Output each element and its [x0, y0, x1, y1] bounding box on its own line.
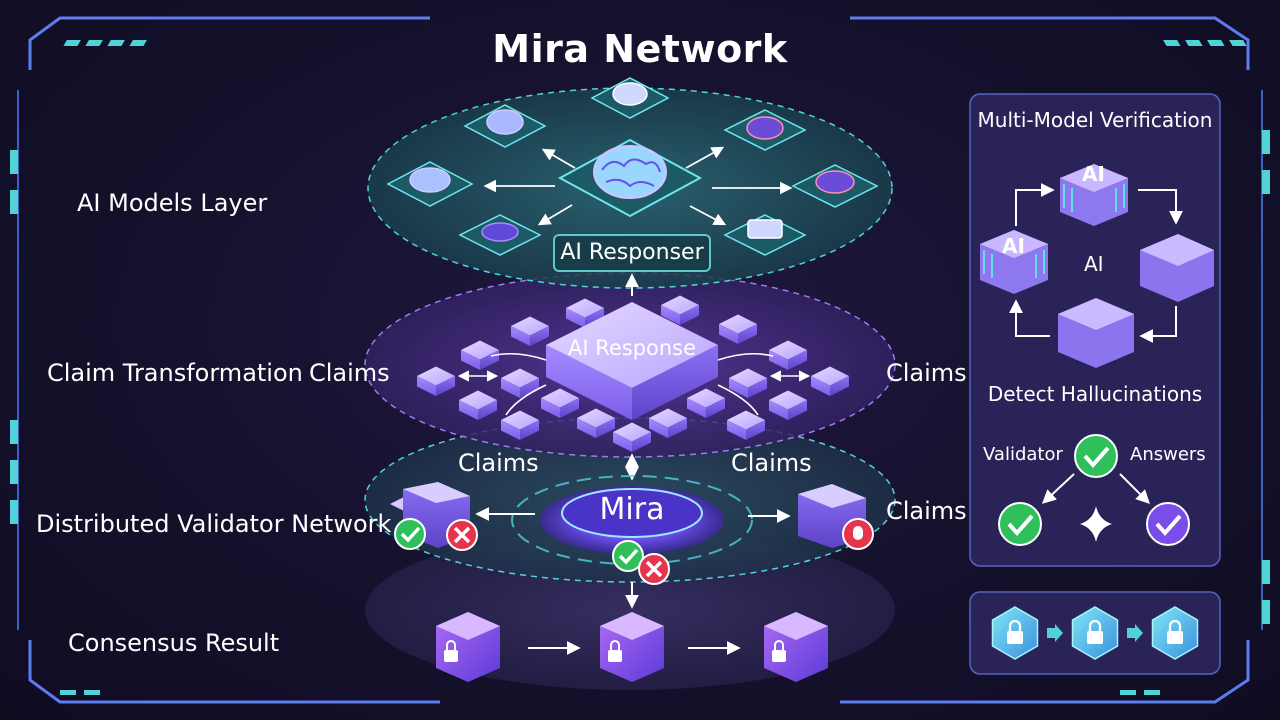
ai-label: AI — [1084, 252, 1104, 276]
chain-arrow-icon — [1127, 624, 1143, 642]
claim-cube — [541, 388, 579, 418]
big-response-cube — [546, 302, 718, 420]
claims-label: Claims — [458, 449, 539, 477]
device-node-icon — [723, 214, 807, 256]
claim-cube — [727, 410, 765, 440]
panel-cycle-arrows — [1009, 183, 1183, 343]
claim-cube — [566, 298, 604, 328]
claim-cube — [661, 295, 699, 325]
claim-cube — [769, 340, 807, 370]
claim-cube — [511, 316, 549, 346]
central-brain-icon — [557, 138, 703, 218]
alert-icon — [842, 518, 874, 550]
claim-cube — [501, 410, 539, 440]
consensus-cubes — [436, 612, 828, 682]
claim-cube — [729, 368, 767, 398]
claim-cube — [719, 314, 757, 344]
claims-label: Claims — [886, 359, 967, 387]
claim-cube — [459, 390, 497, 420]
panel-title: Multi-Model Verification — [977, 108, 1213, 132]
claim-cube — [811, 366, 849, 396]
layer-label-transform: Claim Transformation — [47, 359, 303, 387]
page-title: Mira Network — [492, 27, 788, 71]
brain-node-icon — [463, 104, 547, 148]
lock-cube — [600, 612, 664, 682]
mira-hub — [511, 475, 753, 565]
cross-icon — [638, 553, 670, 585]
claim-cube — [687, 388, 725, 418]
layer-label-validators: Distributed Validator Network — [36, 510, 392, 538]
claim-cube — [613, 422, 651, 452]
claim-cube — [417, 366, 455, 396]
model-arrows — [483, 146, 793, 226]
sparkle-icon — [1080, 506, 1112, 542]
panel-cube-bottom — [1058, 298, 1134, 368]
chip-node-icon — [791, 164, 879, 208]
panel-validator-check-icon — [1074, 434, 1118, 478]
claim-cube — [769, 390, 807, 420]
claim-cube — [577, 408, 615, 438]
chip-node-icon — [723, 109, 807, 151]
cross-icon — [446, 519, 478, 551]
lock-hex-icon — [1071, 606, 1119, 660]
brain-node-icon — [386, 161, 474, 207]
ai-label: AI — [1082, 162, 1105, 186]
disc-node-icon — [458, 214, 542, 256]
claims-label: Claims — [886, 497, 967, 525]
panel-cube-right — [1140, 234, 1214, 302]
ai-chip-cube-top — [1060, 164, 1128, 226]
claims-label: Claims — [731, 449, 812, 477]
check-icon — [394, 518, 426, 550]
brain-node-icon — [590, 77, 670, 119]
chain-arrow-icon — [1047, 624, 1063, 642]
claim-cube — [501, 368, 539, 398]
claims-label: Claims — [309, 359, 390, 387]
lock-cube — [436, 612, 500, 682]
claim-cube — [649, 408, 687, 438]
lock-hex-icon — [1151, 606, 1199, 660]
detect-hallucinations-label: Detect Hallucinations — [987, 382, 1203, 406]
result-purple-check-icon — [1146, 502, 1190, 546]
panel-branch-arrows — [1041, 473, 1150, 504]
ai-response-label: AI Response — [567, 336, 697, 360]
result-check-icon — [998, 502, 1042, 546]
layer-label-consensus: Consensus Result — [68, 629, 280, 657]
ai-label: AI — [1002, 234, 1025, 258]
lock-chain — [991, 606, 1199, 660]
claim-arrows — [457, 352, 811, 416]
validator-arrows — [475, 507, 791, 523]
answers-label: Answers — [1130, 444, 1206, 465]
ai-responser-box: AI Responser — [553, 234, 711, 272]
lock-hex-icon — [991, 606, 1039, 660]
claim-cubes — [417, 295, 849, 452]
validator-label: Validator — [983, 444, 1063, 465]
lock-cube — [764, 612, 828, 682]
mira-label: Mira — [599, 492, 665, 527]
ai-chip-cube-left — [980, 230, 1048, 294]
check-icon — [612, 540, 644, 572]
hud-dashes — [10, 40, 1270, 695]
layer-label-models: AI Models Layer — [77, 189, 268, 217]
ai-model-nodes — [386, 77, 879, 256]
